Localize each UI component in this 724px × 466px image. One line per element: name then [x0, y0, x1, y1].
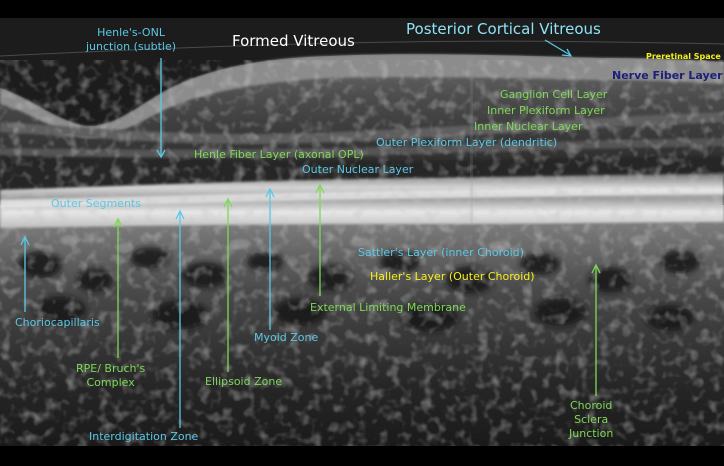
label-choroid-line3: Junction: [569, 427, 614, 440]
label-formed-vitreous: Formed Vitreous: [232, 32, 355, 50]
label-outer-segments: Outer Segments: [51, 197, 141, 210]
label-rpe-line2: Complex: [86, 376, 135, 389]
label-henle-fiber-layer: Henle Fiber Layer (axonal OPL): [194, 148, 364, 161]
label-choroid-line2: Sclera: [574, 413, 609, 426]
label-ganglion-cell-layer: Ganglion Cell Layer: [500, 88, 608, 101]
annotation-arrows: [20, 39, 601, 428]
label-hallers-layer: Haller's Layer (Outer Choroid): [370, 270, 535, 283]
label-ellipsoid-zone: Ellipsoid Zone: [205, 375, 283, 388]
label-choroid-line1: Choroid: [569, 399, 613, 412]
label-rpe-line1: RPE/ Bruch's: [76, 362, 146, 375]
label-choroid-sclera-junction: Choroid Sclera Junction: [569, 399, 613, 441]
label-outer-nuclear-layer: Outer Nuclear Layer: [302, 163, 414, 176]
label-choriocapillaris: Choriocapillaris: [15, 316, 100, 329]
label-inner-plexiform-layer: Inner Plexiform Layer: [487, 104, 605, 117]
label-rpe-bruchs-complex: RPE/ Bruch's Complex: [76, 362, 145, 390]
label-outer-plexiform-layer: Outer Plexiform Layer (dendritic): [376, 136, 558, 149]
label-preretinal-space: Preretinal Space: [646, 52, 721, 61]
label-interdigitation-zone: Interdigitation Zone: [89, 430, 199, 443]
label-henle-onl-line1: Henle's-ONL: [97, 26, 165, 39]
label-posterior-cortical-vitreous: Posterior Cortical Vitreous: [406, 20, 601, 38]
label-sattlers-layer: Sattler's Layer (inner Choroid): [358, 246, 524, 259]
label-myoid-zone: Myoid Zone: [254, 331, 319, 344]
label-external-limiting-membrane: External Limiting Membrane: [310, 301, 466, 314]
label-nerve-fiber-layer: Nerve Fiber Layer: [612, 69, 723, 82]
label-henle-onl-junction: Henle's-ONL junction (subtle): [86, 26, 176, 54]
label-henle-onl-line2: junction (subtle): [86, 40, 177, 53]
label-inner-nuclear-layer: Inner Nuclear Layer: [474, 120, 583, 133]
